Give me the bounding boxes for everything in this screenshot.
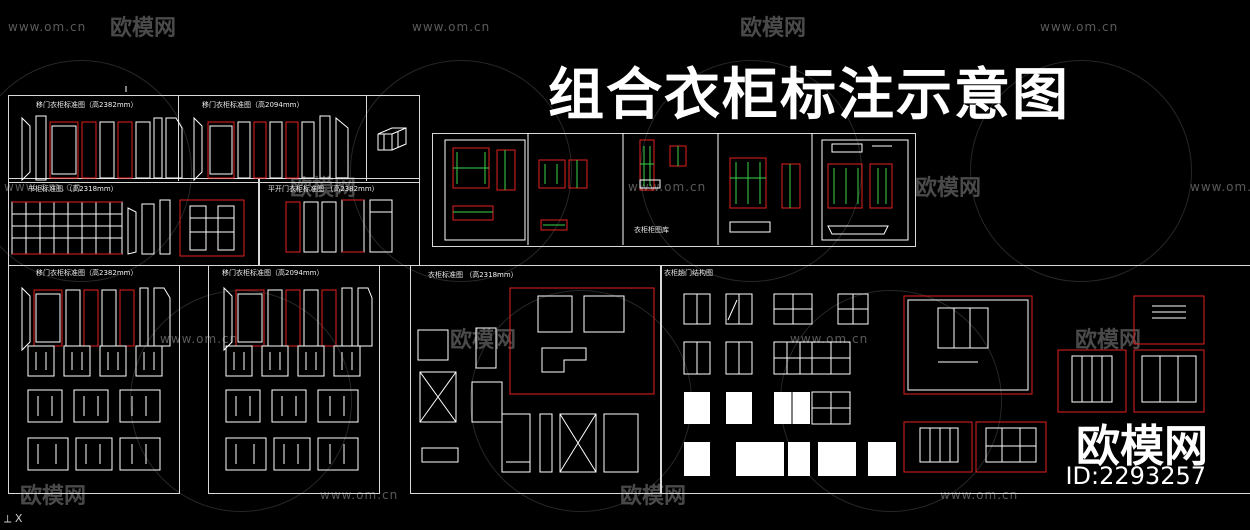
- frame-bottom-1[interactable]: [8, 265, 180, 494]
- sliding-door-structures: [683, 293, 896, 476]
- frame-bottom-3[interactable]: [410, 265, 662, 494]
- frame-top-left[interactable]: [8, 95, 420, 183]
- watermark-url: www.om.cn: [412, 20, 491, 34]
- frame-label: 衣柜标准图 （高2318mm）: [428, 271, 518, 279]
- library-panel-3: [639, 139, 687, 191]
- frame-label: 衣柜趟门结构图: [664, 269, 713, 277]
- frame-label: 书柜标准图 （高2318mm）: [28, 185, 118, 193]
- title-sheets: [903, 295, 1205, 473]
- frame-label: 移门衣柜标准图（高2094mm）: [202, 101, 304, 109]
- bookcase-elevations: [11, 199, 245, 257]
- wardrobe-3d-icon: [377, 127, 407, 151]
- watermark-logo: 欧模网: [450, 328, 517, 353]
- watermark-logo: 欧模网: [915, 176, 982, 201]
- wardrobe-standard-drawing: [417, 287, 655, 473]
- watermark-logo: 欧模网: [620, 484, 687, 509]
- frame-label: 移门衣柜标准图（高2382mm）: [36, 269, 138, 277]
- frame-label: 衣柜柜图库: [634, 226, 669, 234]
- watermark-logo: 欧模网: [740, 16, 807, 41]
- brand-watermark: 欧模网: [1076, 421, 1208, 472]
- hinged-wardrobe-elevations: [285, 199, 393, 253]
- watermark-url: www.om.cn: [8, 20, 87, 34]
- sliding-wardrobes-2094: [223, 286, 373, 352]
- watermark-url: www.om.cn: [4, 180, 83, 194]
- command-line[interactable]: ⟂ X: [4, 512, 22, 526]
- watermark-logo: 欧模网: [110, 16, 177, 41]
- watermark-url: www.om.cn: [940, 488, 1019, 502]
- watermark-url: www.om.cn: [320, 488, 399, 502]
- library-panel-2: [538, 159, 588, 231]
- frame-label: 平开门衣柜标准图 （高2382mm）: [268, 185, 379, 193]
- wardrobe-elevations-b: [193, 115, 349, 182]
- library-panel-4: [729, 157, 801, 233]
- sliding-wardrobes-2382-plans: [27, 345, 163, 471]
- command-line-text: X: [14, 512, 23, 525]
- frame-bottom-4[interactable]: [660, 265, 1250, 494]
- frame-label: 移门衣柜标准图（高2094mm）: [222, 269, 324, 277]
- watermark-url: www.om.cn: [1040, 20, 1119, 34]
- watermark-url: www.om.cn: [1190, 180, 1250, 194]
- frame-label: 移门衣柜标准图（高2382mm）: [36, 101, 138, 109]
- frame-bottom-2[interactable]: [208, 265, 380, 494]
- wardrobe-elevations-a: [21, 115, 183, 182]
- ucs-axis-icon: ⟂: [4, 512, 15, 525]
- watermark-circle: [350, 60, 572, 282]
- frame-top-left-divider: [178, 95, 179, 181]
- sliding-wardrobes-2382: [21, 286, 171, 352]
- drawing-title: 组合衣柜标注示意图: [548, 63, 1070, 128]
- frame-library[interactable]: [432, 133, 916, 247]
- watermark-logo: 欧模网: [20, 484, 87, 509]
- watermark-logo: 欧模网: [1075, 328, 1142, 353]
- sliding-wardrobes-2094-plans: [225, 345, 361, 471]
- frame-top-left-divider: [366, 95, 367, 181]
- watermark-logo: 欧模网: [290, 176, 357, 201]
- asset-id-label: ID:2293257: [1065, 462, 1206, 490]
- watermark-circle: [970, 60, 1192, 282]
- library-panel-5: [821, 139, 909, 241]
- library-panel-1: [444, 139, 526, 241]
